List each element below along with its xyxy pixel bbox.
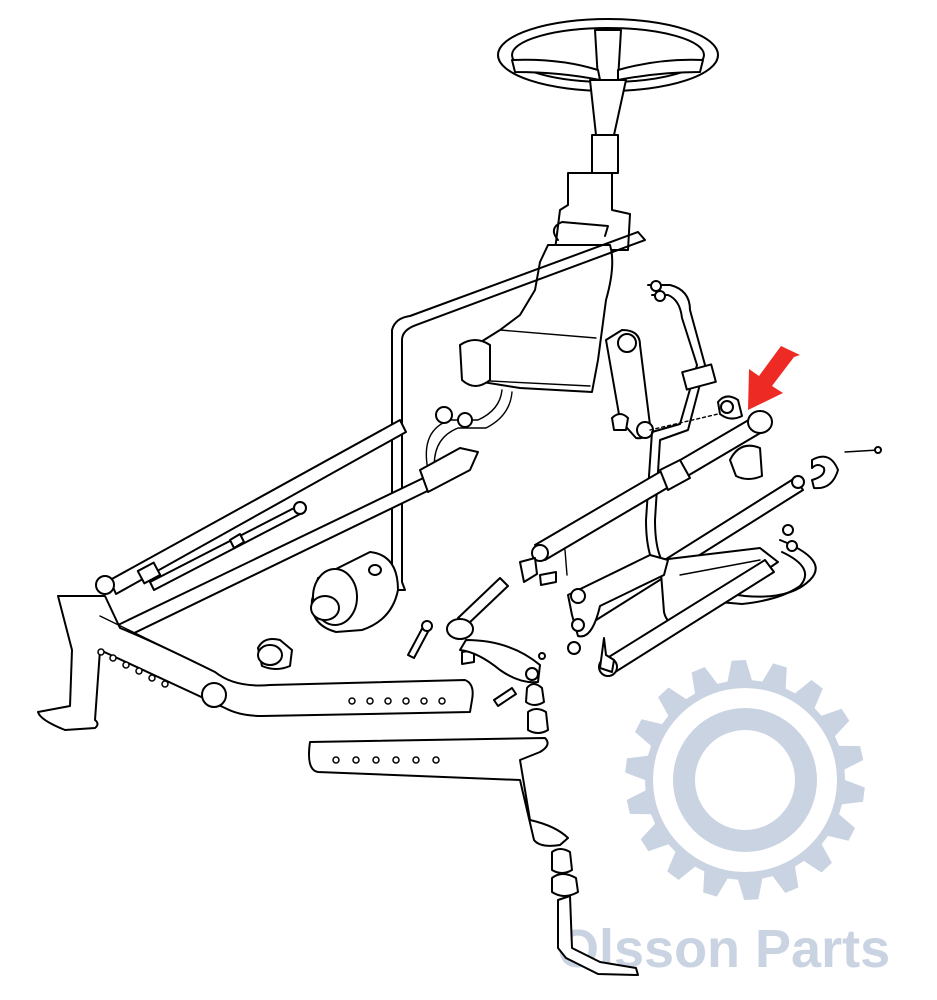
bushing: [257, 638, 293, 670]
tie-rod-end: [446, 577, 541, 684]
steering-arm: [567, 554, 669, 638]
front-axle-frame: [37, 595, 474, 731]
watermark-logo: Olsson Parts: [557, 660, 890, 979]
callout-arrow: [748, 346, 800, 410]
tie-rods: [95, 419, 447, 639]
axle-support: [419, 406, 479, 493]
steering-wheel: [497, 18, 719, 251]
power-steering-cylinder: [531, 395, 773, 562]
arrow-icon: [748, 346, 800, 410]
pivot-cylinder: [310, 551, 399, 633]
spindle-arm: [308, 683, 639, 976]
gear-icon: [625, 660, 865, 900]
bearing-caps: [729, 444, 882, 490]
